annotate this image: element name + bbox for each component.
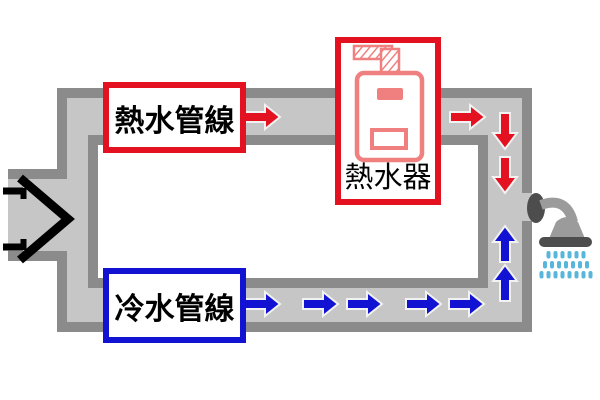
water-drop <box>539 271 544 279</box>
water-drop <box>574 271 579 279</box>
water-drop <box>557 261 561 269</box>
flow-arrow-hot-right <box>244 102 282 132</box>
water-drop <box>567 251 572 259</box>
flow-arrow-hot-down <box>491 112 519 151</box>
inlet-arrow-icon <box>3 174 75 264</box>
water-drop <box>546 271 551 279</box>
shower-drops <box>539 251 593 279</box>
water-drop <box>560 271 565 279</box>
water-heater-box: 熱水器 <box>335 37 441 205</box>
flow-arrow-cold-right <box>302 289 340 319</box>
water-drop <box>560 251 565 259</box>
hot-water-pipeline-label: 熱水管線 <box>114 104 235 138</box>
flow-arrow-hot-right <box>449 102 487 132</box>
water-drop <box>543 261 547 269</box>
cold-water-pipeline-label: 冷水管線 <box>114 292 235 326</box>
shower-head-icon <box>527 193 593 279</box>
shower-arm <box>539 197 578 224</box>
flow-arrow-cold-up <box>491 224 519 263</box>
flow-arrow-cold-right <box>346 289 384 319</box>
flow-arrow-cold-right <box>448 289 486 319</box>
heater-vent <box>370 128 408 150</box>
heater-display <box>377 88 403 100</box>
water-drop <box>574 251 579 259</box>
water-drop <box>571 261 575 269</box>
water-drop <box>564 261 568 269</box>
flow-arrow-cold-right <box>405 289 443 319</box>
water-drop <box>585 261 589 269</box>
flow-arrow-hot-down <box>491 156 519 195</box>
shower-dome <box>548 217 586 241</box>
flow-arrows <box>244 102 519 319</box>
water-drop <box>581 271 586 279</box>
water-heater-icon <box>352 44 425 163</box>
water-drop <box>578 261 582 269</box>
water-drop <box>553 251 558 259</box>
water-heater-label: 熱水器 <box>344 162 432 194</box>
hot-water-pipeline-label-box: 熱水管線 <box>103 82 246 153</box>
water-drop <box>553 271 558 279</box>
water-drop <box>567 271 572 279</box>
cold-water-pipeline-label-box: 冷水管線 <box>103 268 246 343</box>
water-drop <box>550 261 554 269</box>
shower-rim <box>539 237 592 247</box>
water-drop <box>581 251 586 259</box>
flow-arrow-cold-up <box>491 263 519 302</box>
water-drop <box>588 271 593 279</box>
water-drop <box>546 251 551 259</box>
flow-arrow-cold-right <box>244 289 282 319</box>
